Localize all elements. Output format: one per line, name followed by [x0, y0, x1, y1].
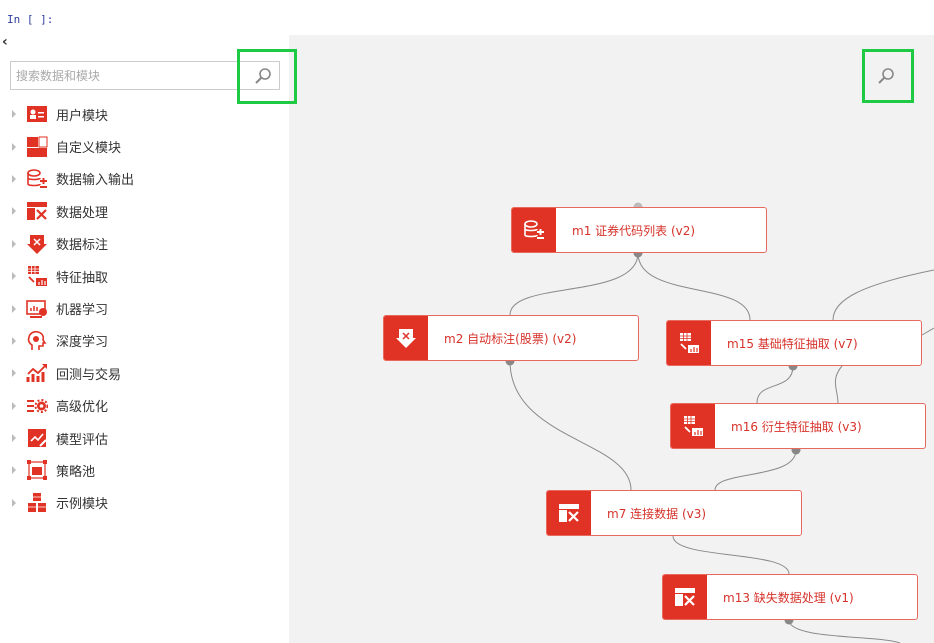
module-node-m1[interactable]: m1 证券代码列表 (v2) [511, 207, 767, 253]
expand-arrow-icon[interactable] [12, 207, 16, 216]
tree-item[interactable]: 高级优化 [8, 390, 134, 422]
expand-arrow-icon[interactable] [12, 110, 16, 119]
tree-item[interactable]: 数据标注 [8, 228, 134, 260]
tree-item[interactable]: 用户模块 [8, 98, 134, 130]
tree-item-label: 用户模块 [56, 108, 109, 124]
search-icon[interactable] [253, 66, 273, 90]
cubes-icon [26, 492, 48, 514]
module-node-m15[interactable]: m15 基础特征抽取 (v7) [666, 320, 922, 366]
feature-extract-icon [26, 265, 48, 287]
data-processing-icon [663, 575, 707, 619]
tree-item[interactable]: 特征抽取 [8, 260, 134, 292]
tree-item[interactable]: 策略池 [8, 454, 134, 486]
module-node-m13[interactable]: m13 缺失数据处理 (v1) [662, 574, 918, 620]
tree-item[interactable]: 模型评估 [8, 422, 134, 454]
model-eval-icon [26, 427, 48, 449]
tree-item-label: 机器学习 [56, 303, 109, 319]
search-box [10, 61, 280, 90]
tree-item-label: 特征抽取 [56, 270, 109, 286]
expand-arrow-icon[interactable] [12, 142, 16, 151]
node-label: m15 基础特征抽取 (v7) [727, 336, 858, 351]
expand-arrow-icon[interactable] [12, 434, 16, 443]
highlight-box-canvas-search [862, 49, 914, 103]
gear-list-icon [26, 395, 48, 417]
feature-extract-icon [671, 404, 715, 448]
tree-item[interactable]: 数据输入输出 [8, 163, 134, 195]
cell-prompt: In [ ]: [7, 13, 54, 26]
tree-item-label: 回测与交易 [56, 367, 122, 383]
module-node-m2[interactable]: m2 自动标注(股票) (v2) [383, 315, 639, 361]
user-card-icon [26, 103, 48, 125]
data-processing-icon [547, 491, 591, 535]
tree-item[interactable]: 自定义模块 [8, 130, 134, 162]
search-input[interactable] [11, 62, 231, 89]
tree-item-label: 深度学习 [56, 335, 109, 351]
expand-arrow-icon[interactable] [12, 239, 16, 248]
module-tree: 用户模块自定义模块数据输入输出数据处理数据标注特征抽取机器学习深度学习回测与交易… [8, 98, 134, 519]
tree-item[interactable]: 深度学习 [8, 325, 134, 357]
backtest-chart-icon [26, 362, 48, 384]
tree-item-label: 策略池 [56, 464, 96, 480]
expand-arrow-icon[interactable] [12, 174, 16, 183]
data-processing-icon [26, 200, 48, 222]
tree-item[interactable]: 机器学习 [8, 292, 134, 324]
expand-arrow-icon[interactable] [12, 498, 16, 507]
tree-item-label: 示例模块 [56, 497, 109, 513]
expand-arrow-icon[interactable] [12, 466, 16, 475]
strategy-pool-icon [26, 459, 48, 481]
expand-arrow-icon[interactable] [12, 272, 16, 281]
tree-item[interactable]: 示例模块 [8, 487, 134, 519]
collapse-sidebar-button[interactable]: ‹ [2, 34, 8, 50]
node-label: m1 证券代码列表 (v2) [572, 223, 696, 238]
label-arrow-icon [384, 316, 428, 360]
expand-arrow-icon[interactable] [12, 401, 16, 410]
node-label: m7 连接数据 (v3) [607, 506, 707, 521]
label-arrow-icon [26, 233, 48, 255]
expand-arrow-icon[interactable] [12, 304, 16, 313]
deep-learning-icon [26, 330, 48, 352]
tree-item[interactable]: 回测与交易 [8, 357, 134, 389]
tree-item[interactable]: 数据处理 [8, 195, 134, 227]
machine-learning-icon [26, 298, 48, 320]
custom-blocks-icon [26, 136, 48, 158]
node-label: m16 衍生特征抽取 (v3) [731, 419, 862, 434]
module-node-m16[interactable]: m16 衍生特征抽取 (v3) [670, 403, 926, 449]
highlight-box-sidebar-search [237, 49, 297, 104]
expand-arrow-icon[interactable] [12, 336, 16, 345]
node-label: m2 自动标注(股票) (v2) [444, 331, 577, 346]
tree-item-label: 数据输入输出 [56, 173, 135, 189]
database-io-icon [512, 208, 556, 252]
database-io-icon [26, 168, 48, 190]
expand-arrow-icon[interactable] [12, 369, 16, 378]
module-node-m7[interactable]: m7 连接数据 (v3) [546, 490, 802, 536]
tree-item-label: 模型评估 [56, 432, 109, 448]
feature-extract-icon [667, 321, 711, 365]
tree-item-label: 高级优化 [56, 400, 109, 416]
tree-item-label: 数据标注 [56, 238, 109, 254]
canvas-search-icon[interactable] [876, 66, 896, 90]
tree-item-label: 数据处理 [56, 205, 109, 221]
tree-item-label: 自定义模块 [56, 141, 122, 157]
node-label: m13 缺失数据处理 (v1) [723, 590, 854, 605]
